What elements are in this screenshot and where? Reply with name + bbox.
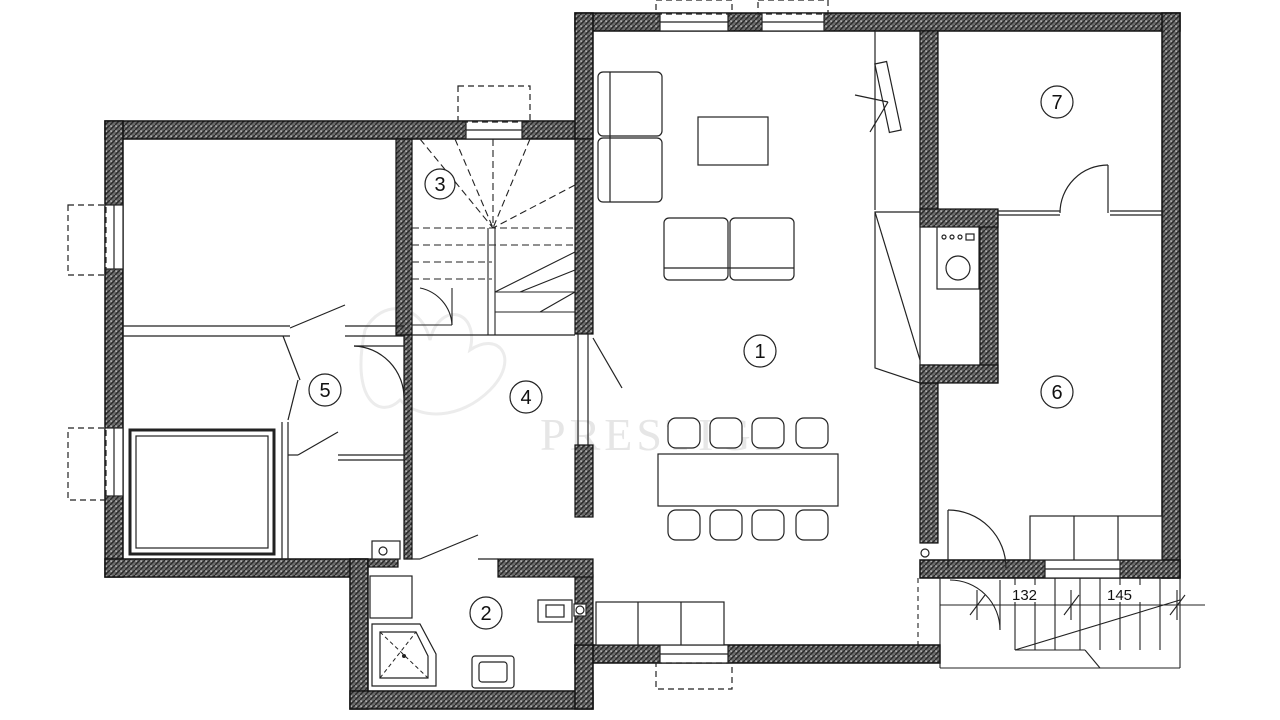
window-sills (67, 0, 829, 690)
room-numbers: 1 2 3 4 5 6 7 (319, 92, 1062, 625)
room-7-label: 7 (1051, 92, 1062, 114)
staircase (412, 138, 576, 335)
room-4-label: 4 (520, 387, 531, 409)
room-3-label: 3 (434, 174, 445, 196)
kitchen-counter (874, 60, 921, 384)
room-6-label: 6 (1051, 382, 1062, 404)
interior-walls (367, 30, 999, 646)
dimension-lines (940, 590, 1205, 620)
room-labels (308, 85, 1074, 630)
room-1-label: 1 (754, 341, 765, 363)
doors (282, 94, 1109, 569)
partitions (123, 31, 1162, 560)
room-5-label: 5 (319, 380, 330, 402)
dimension-labels: 132 145 (1008, 585, 1144, 604)
furniture (128, 71, 1163, 689)
windows (104, 12, 1121, 664)
dimension-145: 145 (1107, 587, 1132, 604)
shower-tray (379, 631, 429, 679)
shower-drain (402, 654, 406, 658)
dimension-132: 132 (1012, 587, 1037, 604)
room-2-label: 2 (480, 603, 491, 625)
